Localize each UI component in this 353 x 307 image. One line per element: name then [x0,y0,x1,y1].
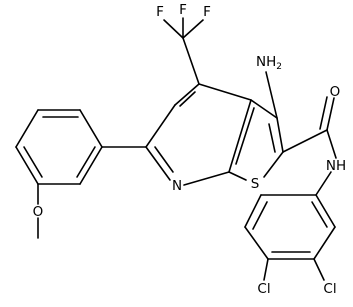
amino-subscript-text: 2 [276,62,282,72]
atom-label-chlorine-1: Cl [257,281,270,297]
bond-c7a-c3a-double [235,107,255,165]
bond-c3-c2-double [268,123,276,153]
bond-s1-c7a [228,171,247,181]
bond-c3-c2 [276,117,284,153]
atom-label-sulfur: S [251,176,260,192]
bond-c4-c5 [174,83,200,106]
bond-ar1-c6-c1 [79,146,103,185]
atom-label-chlorine-2: Cl [323,281,336,297]
bond-ar1-c4-c5-double [23,146,43,178]
bond-ar2-c6-c1 [315,194,336,228]
bond-layer [15,17,337,281]
bond-c7a-c3a [228,99,252,173]
bond-ar1-c6-c1-double [76,146,96,178]
bond-c3-nh2 [265,71,278,119]
bond-ar1-c4-c5 [15,146,39,185]
bond-c4-c5-double [179,91,196,107]
bond-ar2-c6-c1-double [311,201,328,228]
bond-c3a-c3 [250,99,278,119]
bond-c5-c6 [145,104,176,148]
bond-cf3-f1 [163,19,184,39]
bond-c2-carbonyl [282,129,328,153]
amino-base-text: NH [256,54,276,70]
bond-ar2-cl-b [313,258,325,281]
label-layer: F F F NH2 O NH S N O Cl Cl [33,2,346,297]
atom-label-fluorine-2: F [179,2,187,18]
bond-carbonyl-o-double [319,96,328,130]
bond-c4-cf3 [182,37,200,85]
atom-label-amino: NH2 [256,54,282,72]
atom-label-amide-nh: NH [326,158,346,174]
atom-label-pyridine-nitrogen: N [172,178,182,194]
bond-cf3-f3 [182,19,204,39]
bond-ar2-c2-c3 [244,194,262,228]
bond-carbonyl-o [326,97,335,131]
bond-ar2-cl-a [263,258,269,281]
bond-c4-c3a [198,83,252,101]
bond-ar1-c3-c4 [15,109,39,148]
bond-c6-n7-double [154,146,174,173]
atom-label-fluorine-1: F [156,4,164,20]
bond-ar2-c3-c4 [244,226,269,260]
bond-ar1-c1-c2 [79,109,103,148]
bond-carbonyl-nh [326,129,337,159]
bond-c6-n7 [145,146,171,181]
bond-n7-c7a [183,171,230,186]
bond-ar2-c5-c6 [313,226,336,260]
bond-c2-s1 [263,151,284,178]
atom-label-carbonyl-oxygen: O [330,84,341,100]
bond-nh-aryl [315,171,332,196]
bond-ar2-c2-c3-double [252,201,268,230]
atom-label-ether-oxygen: O [33,204,44,220]
atom-label-fluorine-3: F [203,4,211,20]
